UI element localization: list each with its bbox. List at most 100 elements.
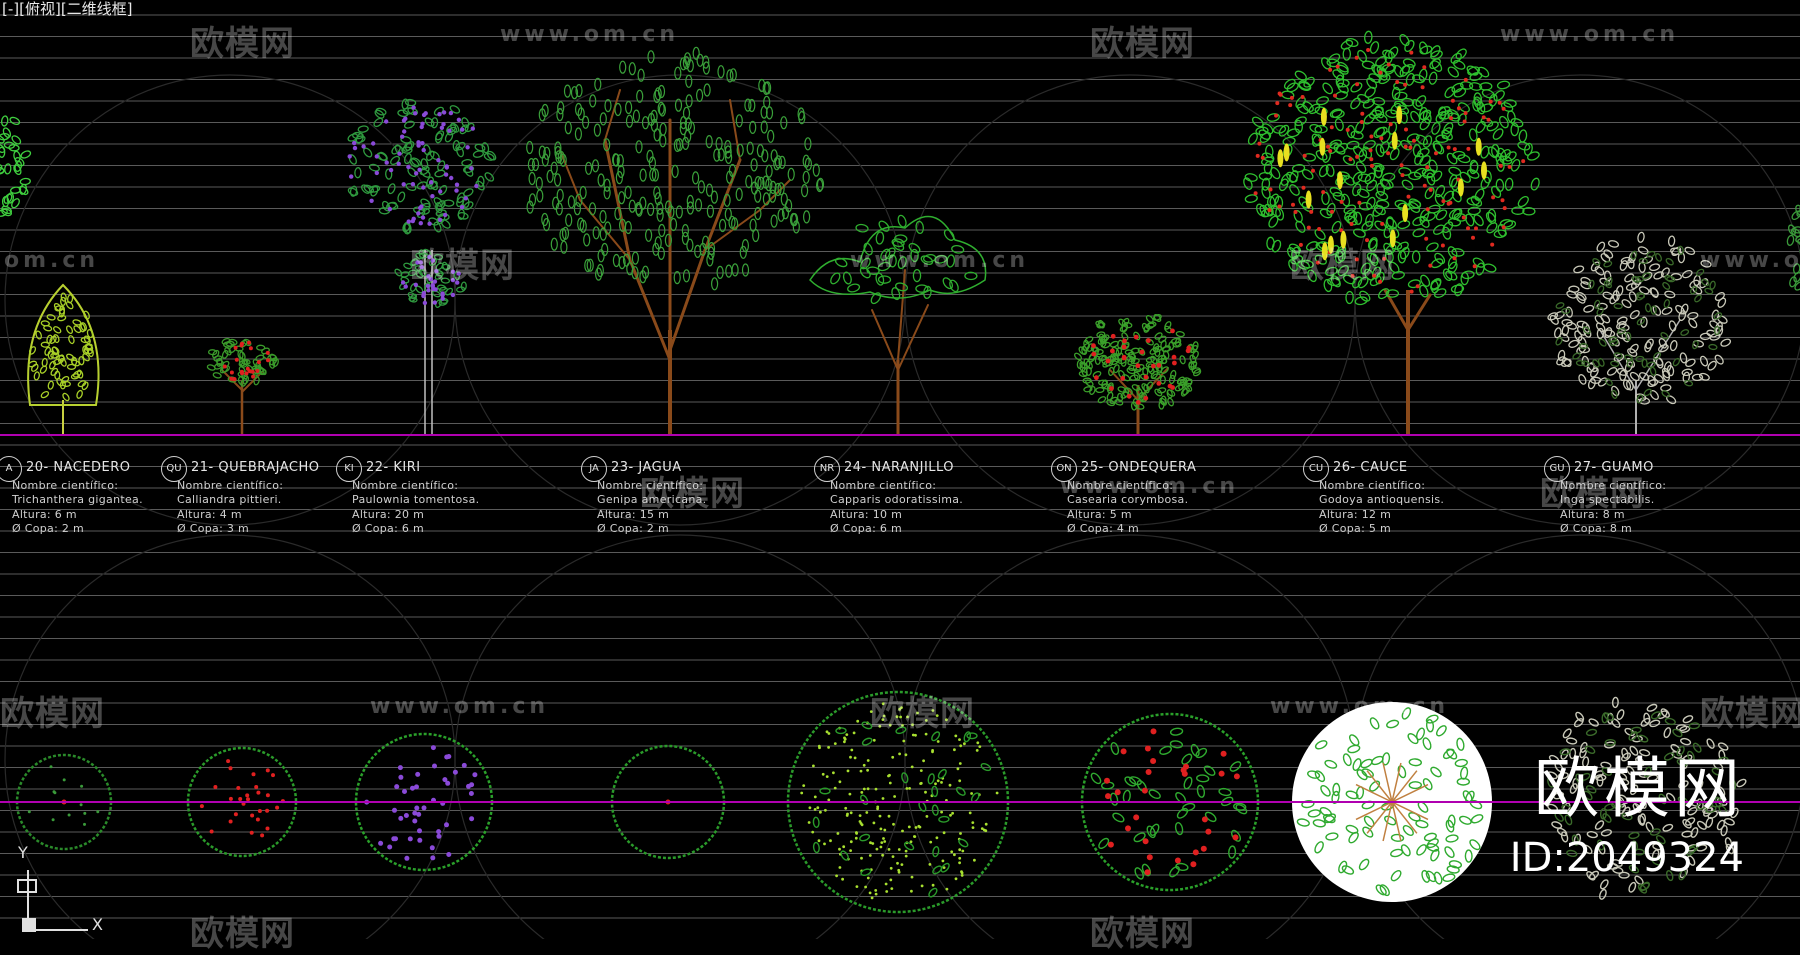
plan-leaf — [1561, 804, 1573, 813]
plan-leaf — [1618, 871, 1630, 879]
leaf — [554, 145, 562, 160]
plan-leaf — [1649, 719, 1661, 728]
leaf — [1511, 206, 1525, 215]
plan-yellow-leaf — [887, 848, 891, 851]
plan-yellow-leaf — [959, 832, 962, 835]
leaf — [457, 211, 469, 220]
leaf — [556, 107, 564, 122]
leaf — [1459, 81, 1474, 90]
viewport-label[interactable]: [-][俯视][二维线框] — [2, 0, 133, 18]
leaf — [577, 217, 585, 231]
leaf — [588, 202, 597, 216]
leaf — [599, 227, 607, 241]
plan-red-flower — [213, 785, 218, 789]
leaf — [1375, 126, 1388, 137]
plan-leaf — [1575, 773, 1584, 785]
plan-yellow-leaf — [849, 840, 853, 844]
leaf — [434, 169, 446, 178]
red-flower — [1500, 198, 1505, 203]
leaf — [1671, 246, 1682, 257]
plan-red-flower — [254, 785, 259, 789]
leaf — [842, 271, 852, 285]
yellow-flower — [1277, 149, 1284, 168]
plan-yellow-leaf — [935, 714, 939, 717]
leaf — [1642, 255, 1653, 264]
leaf — [812, 163, 820, 177]
plan-yellow-leaf — [846, 769, 850, 773]
plan-purple-flower — [436, 833, 442, 839]
plan-dot — [83, 822, 86, 826]
plant-sci-label: Nombre científico: — [1319, 479, 1426, 492]
leaf — [1389, 240, 1403, 250]
red-flower — [1369, 163, 1374, 168]
plan-red-flower — [257, 809, 262, 813]
red-flower — [1339, 199, 1344, 204]
leaf — [1084, 336, 1094, 344]
purple-flower — [428, 277, 433, 282]
purple-flower — [421, 293, 426, 299]
leaf — [664, 233, 673, 247]
leaf — [1465, 213, 1475, 227]
leaf — [1288, 243, 1301, 254]
leaf — [624, 100, 633, 115]
leaf — [538, 108, 546, 122]
leaf — [739, 245, 747, 259]
plan-leaf — [1670, 744, 1681, 753]
plan-yellow-leaf — [872, 821, 876, 825]
red-flower — [1170, 328, 1175, 334]
plan-leaf — [1639, 813, 1647, 825]
leaf — [1453, 87, 1467, 98]
leaf — [565, 213, 573, 227]
leaf — [40, 390, 50, 399]
tree-branch — [559, 149, 581, 201]
plan-leaf — [1696, 802, 1707, 810]
leaf — [1430, 50, 1443, 60]
leaf — [601, 242, 609, 257]
leaf — [686, 194, 694, 208]
leaf — [596, 263, 604, 278]
leaf — [1251, 116, 1264, 128]
plan-purple-flower — [446, 852, 452, 857]
plan-purple-flower — [415, 771, 421, 777]
leaf — [1493, 90, 1505, 102]
plan-leaf — [1687, 844, 1698, 854]
plan-leaf — [1547, 776, 1555, 788]
red-flower — [1463, 77, 1468, 82]
purple-flower — [439, 125, 445, 130]
plan-leaf — [1629, 745, 1639, 756]
leaf — [83, 335, 91, 345]
leaf — [1714, 354, 1724, 365]
leaf — [1190, 344, 1198, 354]
leaf — [53, 334, 60, 344]
leaf — [536, 189, 544, 203]
plan-purple-flower — [442, 777, 448, 783]
plant-crown-diameter: Ø Copa: 6 m — [830, 522, 903, 535]
plant-scientific-name: Paulownia tomentosa. — [352, 493, 480, 506]
fern-leaf — [20, 150, 32, 159]
leaf — [1271, 239, 1282, 253]
plan-yellow-leaf — [904, 849, 908, 853]
leaf — [1261, 177, 1271, 191]
leaf — [797, 107, 805, 121]
purple-flower — [455, 280, 460, 285]
watermark-text: 欧模网 — [640, 474, 745, 514]
plan-yellow-leaf — [881, 797, 885, 800]
leaf — [1162, 350, 1170, 360]
leaf — [1580, 276, 1592, 285]
red-flower — [1379, 136, 1384, 141]
red-flower — [1094, 375, 1099, 381]
plan-leaf — [1554, 762, 1564, 773]
fern-leaf — [18, 185, 29, 196]
leaf — [653, 89, 661, 104]
leaf — [1636, 317, 1645, 326]
leaf — [706, 204, 715, 218]
plan-leaf — [1407, 733, 1419, 745]
leaf — [1189, 354, 1197, 364]
leaf — [637, 68, 645, 82]
leaf — [599, 210, 607, 224]
red-flower — [1378, 279, 1383, 284]
leaf — [1095, 386, 1105, 394]
red-flower — [1452, 256, 1457, 261]
